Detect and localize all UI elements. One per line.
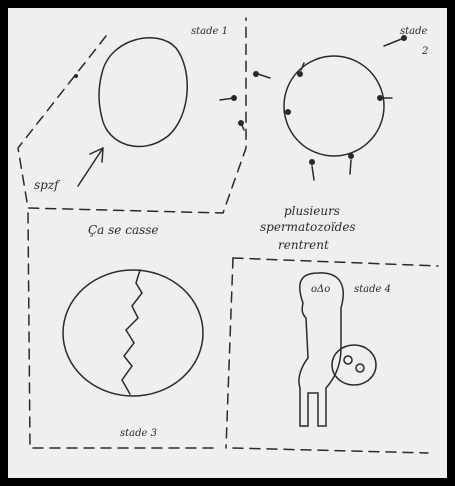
sketch-drawing [17,17,439,454]
sperm-tail-3 [300,62,305,71]
sperm-head-4 [231,95,237,101]
stage3-egg [62,269,204,397]
stage2-label-word: stade [400,26,428,37]
paper-sheet: stade 1 stade 2 spzf Ça se casse plusieu… [8,8,447,478]
sperm-head-8 [348,153,354,159]
stage1-label: stade 1 [191,26,228,37]
sperm-head-2 [253,71,259,77]
scribble-text: spzf [34,178,59,192]
sperm-tail-2 [257,73,271,79]
caption-line-3: rentrent [278,238,329,252]
panel-stage1-border [17,17,247,214]
caption-line-2: spermatozoïdes [260,220,356,234]
stage3-label: stade 3 [120,428,157,439]
stage4-egg-blob-2 [355,363,365,373]
sperm-head-9 [238,120,244,126]
panel-stage4-top-border [232,257,439,267]
panel-stage3-border [27,212,214,449]
sperm-head-3 [297,71,303,77]
stage2-label-num: 2 [422,46,429,57]
stage1-egg [98,37,188,148]
breaks-caption: Ça se casse [88,223,159,237]
stage4-egg-blob-1 [343,355,353,365]
caption-line-1: plusieurs [284,204,340,218]
sperm-tail-8 [349,159,352,175]
sperm-tail-7 [311,165,315,181]
stage4-figure [298,272,344,427]
stage4-face: oΔo [311,284,331,295]
stage2-egg [283,55,385,157]
sperm-head-1 [401,35,407,41]
stage4-label: stade 4 [354,284,391,295]
sperm-head-5 [285,109,291,115]
arrow-line [77,147,104,187]
panel-stage4-bottom-border [232,447,429,454]
sperm-head-7 [309,159,315,165]
arrow-head [89,147,104,163]
panel-divider-vertical [225,257,234,449]
stage4-egg [331,344,377,386]
stage3-crack [121,269,143,395]
sperm-tail-1 [383,37,405,47]
ink-dot [74,74,78,78]
sperm-head-6 [377,95,383,101]
